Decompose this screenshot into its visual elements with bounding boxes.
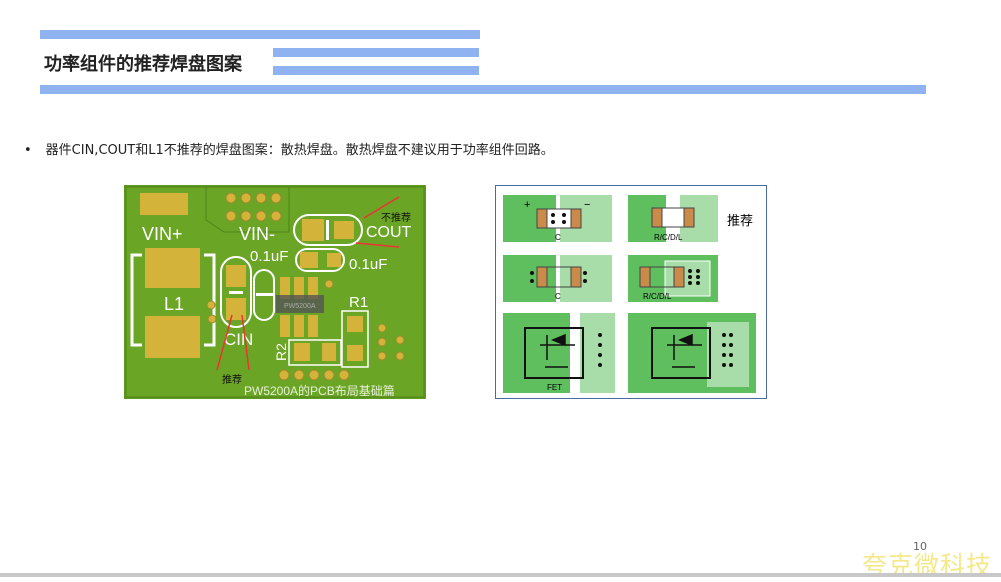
label-fet: FET — [547, 383, 562, 392]
label-vin-plus: VIN+ — [142, 224, 183, 244]
l1-pad — [145, 316, 200, 358]
slide-title: 功率组件的推荐焊盘图案 — [44, 54, 242, 75]
label-chip: PW5200A — [284, 303, 316, 310]
redaction-bar — [40, 85, 926, 94]
bullet-text: 器件CIN,COUT和L1不推荐的焊盘图案：散热焊盘。散热焊盘不建议用于功率组件… — [45, 143, 554, 158]
image-caption: PW5200A的PCB布局基础篇 — [244, 383, 395, 398]
label-r1: R1 — [349, 294, 368, 311]
ic-chip — [276, 295, 324, 313]
bullet-dot: • — [24, 143, 32, 158]
plus-label: + — [524, 199, 530, 211]
bottom-divider — [0, 573, 1001, 577]
fet-symbol — [651, 327, 711, 379]
land-pattern-image: + − C R/C/D/L 推荐 C R/C/D/L FET — [495, 185, 767, 399]
label-rcdl: R/C/D/L — [654, 233, 683, 242]
pcb-layout-image: VIN+ VIN- L1 CIN COUT 不推荐 0.1uF 0.1uF PW… — [124, 185, 426, 399]
redaction-bar — [273, 66, 479, 75]
bullet-item: • 器件CIN,COUT和L1不推荐的焊盘图案：散热焊盘。散热焊盘不建议用于功率组… — [24, 139, 554, 158]
recommended-label: 推荐 — [727, 213, 753, 228]
vin-plus-pad — [140, 193, 188, 215]
label-r2: R2 — [273, 343, 289, 361]
label-cap2: 0.1uF — [349, 256, 387, 273]
label-recommended: 推荐 — [222, 373, 242, 386]
page-number: 10 — [913, 540, 927, 553]
label-cout: COUT — [366, 224, 412, 241]
label-rcdl: R/C/D/L — [643, 292, 672, 301]
minus-label: − — [584, 199, 590, 211]
label-not-recommended: 不推荐 — [381, 211, 411, 224]
label-c: C — [555, 233, 561, 242]
l1-pad — [145, 248, 200, 288]
label-l1: L1 — [164, 294, 184, 314]
redaction-bar — [40, 30, 480, 39]
label-cap1: 0.1uF — [250, 248, 288, 265]
redaction-bar — [273, 48, 479, 57]
label-cin: CIN — [224, 330, 253, 349]
label-c: C — [555, 292, 561, 301]
fet-symbol — [524, 327, 584, 379]
label-vin-minus: VIN- — [239, 224, 275, 244]
